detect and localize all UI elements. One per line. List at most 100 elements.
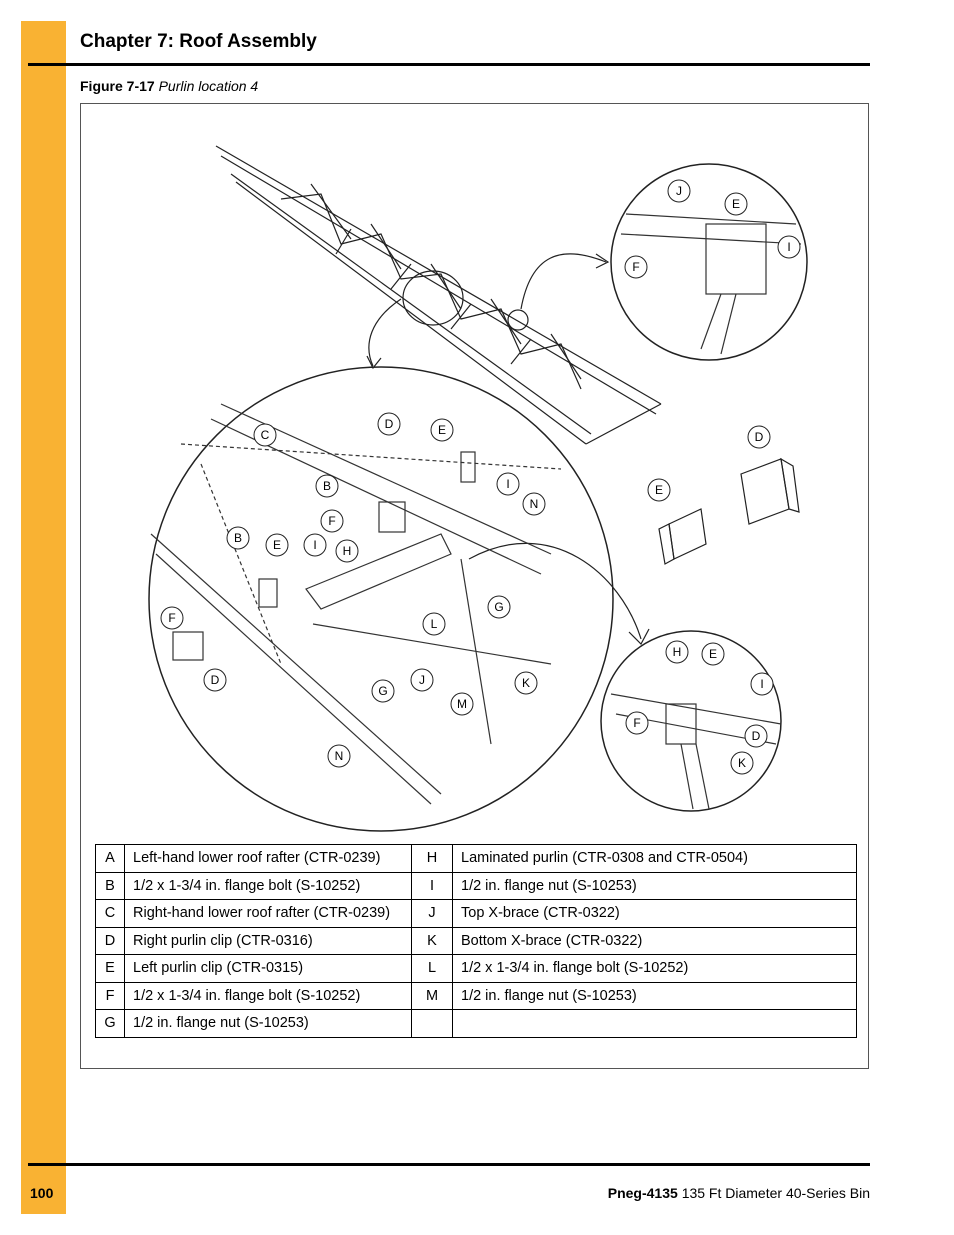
callout-I: I — [777, 235, 801, 259]
part-key-cell: E — [95, 954, 125, 983]
callout-N: N — [522, 492, 546, 516]
document-id: Pneg-4135 135 Ft Diameter 40-Series Bin — [608, 1185, 870, 1201]
detail-ring-1 — [402, 270, 464, 326]
part-description-cell: Laminated purlin (CTR-0308 and CTR-0504) — [452, 844, 857, 873]
callout-D: D — [203, 668, 227, 692]
callout-H: H — [665, 640, 689, 664]
main-detail-circle — [148, 366, 614, 832]
part-description-cell: Top X-brace (CTR-0322) — [452, 899, 857, 928]
svg-text:L: L — [431, 617, 438, 631]
rafter-truss-illustration — [215, 145, 662, 445]
callout-K: K — [514, 671, 538, 695]
svg-text:J: J — [676, 184, 682, 198]
assembly-drawing: J E I F C D E B I N F B E I H G F L D J … — [148, 145, 808, 832]
part-key-cell: C — [95, 899, 125, 928]
part-key-cell: M — [411, 981, 453, 1010]
svg-text:I: I — [506, 477, 509, 491]
part-key-cell — [411, 1009, 453, 1038]
upper-detail-circle — [610, 163, 808, 361]
callout-G: G — [487, 595, 511, 619]
svg-text:E: E — [438, 423, 446, 437]
part-key-cell: G — [95, 1009, 125, 1038]
svg-text:E: E — [655, 483, 663, 497]
callout-I: I — [750, 672, 774, 696]
callout-N: N — [327, 744, 351, 768]
figure-frame: J E I F C D E B I N F B E I H G F L D J … — [80, 103, 869, 1069]
callout-J: J — [667, 179, 691, 203]
callout-D: D — [377, 412, 401, 436]
part-key-cell: L — [411, 954, 453, 983]
callout-B: B — [226, 526, 250, 550]
part-description-cell: Left purlin clip (CTR-0315) — [124, 954, 412, 983]
part-description-cell: 1/2 in. flange nut (S-10253) — [452, 981, 857, 1010]
svg-text:F: F — [328, 514, 335, 528]
callout-D: D — [744, 724, 768, 748]
svg-text:D: D — [211, 673, 220, 687]
callout-E: E — [265, 533, 289, 557]
part-description-cell: 1/2 x 1-3/4 in. flange bolt (S-10252) — [124, 871, 412, 900]
svg-text:K: K — [738, 756, 746, 770]
chapter-title: Chapter 7: Roof Assembly — [80, 31, 317, 52]
detail-arrow-3 — [468, 542, 642, 640]
callout-B: B — [315, 474, 339, 498]
svg-text:J: J — [419, 673, 425, 687]
chapter-tab-bar — [21, 21, 66, 1214]
svg-text:C: C — [261, 428, 270, 442]
svg-text:H: H — [343, 544, 352, 558]
svg-text:B: B — [323, 479, 331, 493]
part-key-cell: I — [411, 871, 453, 900]
part-description-cell: 1/2 in. flange nut (S-10253) — [124, 1009, 412, 1038]
figure-title: Purlin location 4 — [158, 78, 259, 94]
callout-J: J — [410, 668, 434, 692]
figure-caption: Figure 7-17 Purlin location 4 — [80, 78, 258, 94]
svg-text:F: F — [168, 611, 175, 625]
part-key-cell: A — [95, 844, 125, 873]
callout-C: C — [253, 423, 277, 447]
svg-text:K: K — [522, 676, 530, 690]
svg-text:H: H — [673, 645, 682, 659]
part-key-cell: K — [411, 926, 453, 955]
part-description-cell: Right-hand lower roof rafter (CTR-0239) — [124, 899, 412, 928]
part-description-cell: Right purlin clip (CTR-0316) — [124, 926, 412, 955]
callout-F: F — [625, 711, 649, 735]
part-key-cell: J — [411, 899, 453, 928]
callout-H: H — [335, 539, 359, 563]
callout-D: D — [747, 425, 771, 449]
svg-text:N: N — [335, 749, 344, 763]
callout-G: G — [371, 679, 395, 703]
header-rule — [28, 63, 870, 66]
part-key-cell: F — [95, 981, 125, 1010]
svg-text:D: D — [385, 417, 394, 431]
doc-title: 135 Ft Diameter 40-Series Bin — [681, 1185, 870, 1201]
detail-arrow-2 — [520, 253, 607, 310]
part-description-cell: Bottom X-brace (CTR-0322) — [452, 926, 857, 955]
part-key-cell: H — [411, 844, 453, 873]
part-description-cell: 1/2 in. flange nut (S-10253) — [452, 871, 857, 900]
svg-text:F: F — [632, 260, 639, 274]
callout-E: E — [724, 192, 748, 216]
lower-detail-circle — [600, 630, 782, 812]
callout-F: F — [624, 255, 648, 279]
doc-code: Pneg-4135 — [607, 1185, 678, 1201]
part-description-cell: 1/2 x 1-3/4 in. flange bolt (S-10252) — [124, 981, 412, 1010]
detail-ring-2 — [507, 309, 529, 331]
figure-number: Figure 7-17 — [80, 78, 155, 94]
svg-text:G: G — [378, 684, 387, 698]
part-description-cell — [452, 1009, 857, 1038]
svg-text:N: N — [530, 497, 539, 511]
left-purlin-clip-illustration — [658, 508, 707, 565]
footer-rule — [28, 1163, 870, 1166]
callout-E: E — [701, 642, 725, 666]
svg-text:I: I — [760, 677, 763, 691]
right-purlin-clip-illustration — [740, 457, 800, 525]
part-description-cell: Left-hand lower roof rafter (CTR-0239) — [124, 844, 412, 873]
detail-arrow-1 — [368, 298, 402, 367]
part-key-cell: B — [95, 871, 125, 900]
